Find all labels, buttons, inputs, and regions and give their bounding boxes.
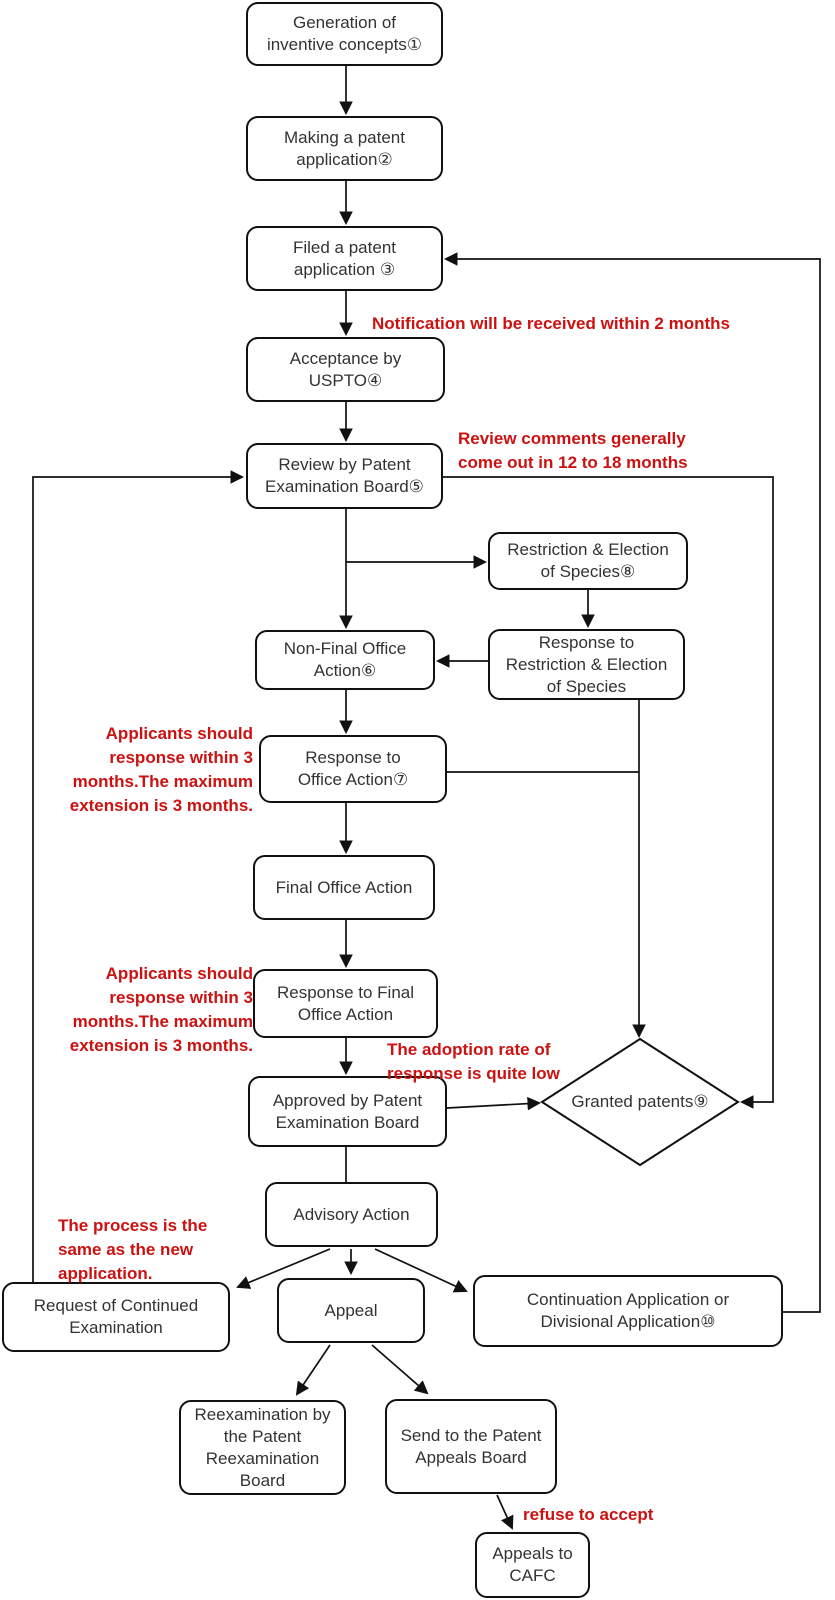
- edge-appeal-to-send: [371, 1344, 429, 1395]
- edge-request-to-review-loop: [32, 470, 245, 1282]
- edge-advisory-to-continuation: [374, 1248, 468, 1293]
- edge-appeal-to-reexamination: [295, 1344, 331, 1396]
- node-shape-granted-patents: [540, 1037, 740, 1167]
- edge-approved-to-granted: [446, 1096, 542, 1111]
- edge-send-to-cafc: [496, 1494, 514, 1530]
- edge-continuation-to-filed-loop: [443, 252, 821, 1313]
- edge-advisory-to-request: [236, 1248, 331, 1289]
- edge-review-to-granted-loop: [443, 476, 774, 1109]
